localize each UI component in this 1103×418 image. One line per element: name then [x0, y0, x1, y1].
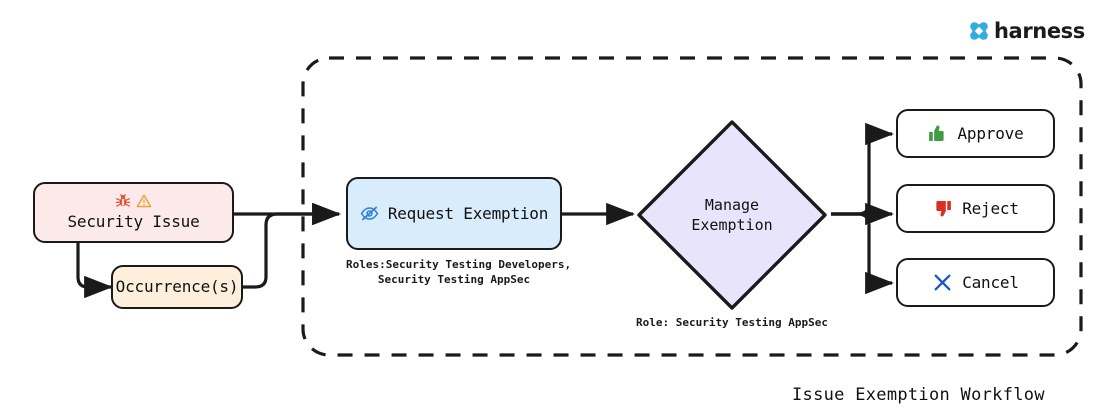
thumbs-up-icon — [929, 125, 945, 142]
node-occurrences[interactable]: Occurrence(s) — [111, 265, 243, 309]
cancel-label: Cancel — [962, 272, 1019, 292]
workflow-boundary — [301, 56, 1083, 357]
node-approve[interactable]: Approve — [896, 109, 1055, 158]
harness-logo-icon — [970, 22, 988, 40]
edge-occurrences-to-request-exemption — [243, 202, 341, 289]
node-request-exemption[interactable]: Request Exemption — [346, 177, 562, 250]
manage-exemption-shape — [637, 120, 827, 310]
warning-triangle-icon — [136, 194, 152, 208]
approve-label: Approve — [957, 123, 1024, 143]
edge-security-issue-to-occurrences — [76, 242, 113, 299]
node-reject[interactable]: Reject — [896, 184, 1055, 233]
node-security-issue[interactable]: Security Issue — [33, 182, 234, 243]
security-issue-label: Security Issue — [67, 212, 200, 231]
approve-row: Approve — [927, 123, 1024, 144]
harness-brand: harness — [968, 19, 1085, 43]
node-cancel[interactable]: Cancel — [896, 258, 1055, 307]
manage-exemption-caption: Role: Security Testing AppSec — [635, 316, 829, 329]
request-exemption-caption: Roles:Security Testing Developers, Secur… — [346, 258, 572, 286]
security-issue-icon-row — [115, 193, 152, 209]
edge-manage-exemption-to-cancel — [831, 212, 894, 295]
edge-manage-exemption-to-approve — [831, 122, 894, 216]
harness-brand-name: harness — [994, 19, 1085, 43]
request-exemption-row: Request Exemption — [360, 204, 548, 224]
node-manage-exemption[interactable]: Manage Exemption — [633, 116, 831, 314]
bug-icon — [115, 194, 131, 207]
eye-slash-icon — [360, 206, 379, 221]
reject-label: Reject — [962, 198, 1019, 218]
reject-row: Reject — [932, 198, 1019, 219]
cancel-row: Cancel — [932, 272, 1019, 293]
thumbs-down-icon — [936, 200, 952, 217]
diagram-title: Issue Exemption Workflow — [792, 385, 1045, 405]
manage-exemption-label: Manage Exemption — [691, 195, 773, 234]
occurrences-label: Occurrence(s) — [115, 277, 239, 296]
cross-x-icon — [934, 274, 951, 291]
request-exemption-label: Request Exemption — [387, 203, 549, 223]
